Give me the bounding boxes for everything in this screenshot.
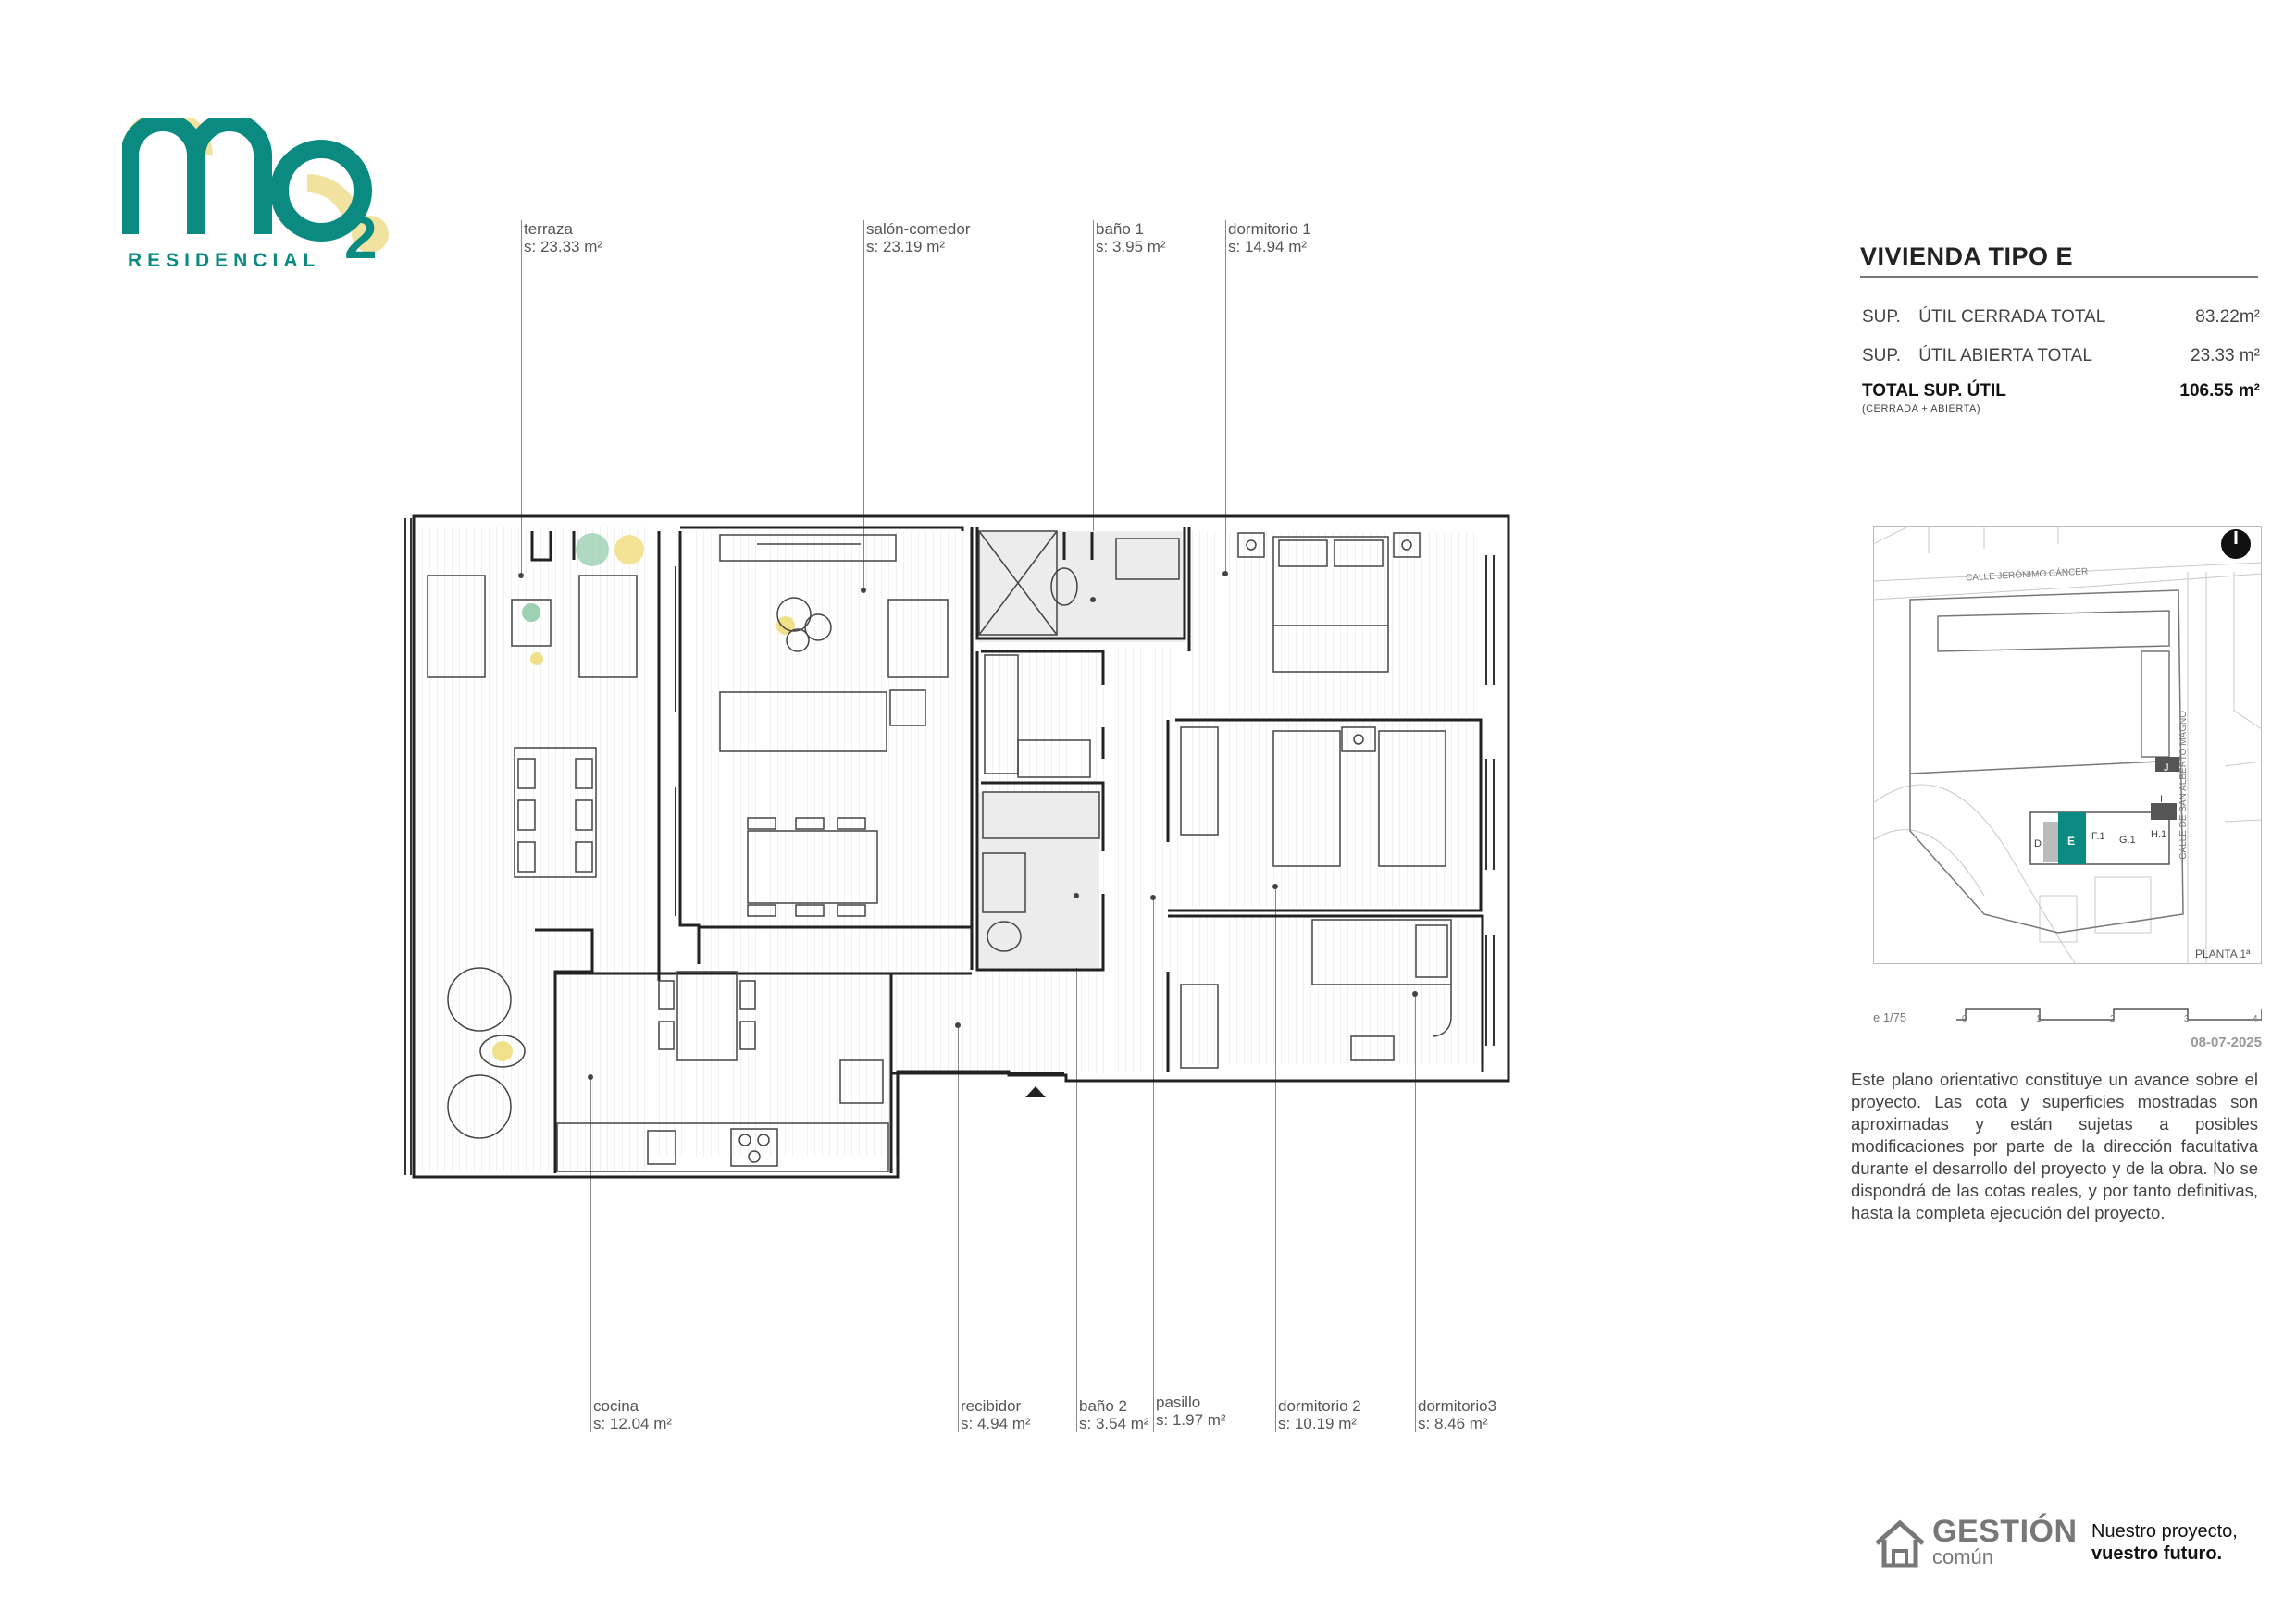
scale-tick: 4	[2253, 1014, 2258, 1024]
floor-plan	[404, 514, 1510, 1179]
room-area: s: 8.46 m²	[1418, 1415, 1488, 1432]
room-area: s: 10.19 m²	[1278, 1415, 1358, 1432]
leader-line	[590, 1077, 591, 1432]
room-label-dormitorio-1: dormitorio 1 s: 14.94 m²	[1228, 220, 1311, 255]
total-value: 106.55 m²	[2179, 381, 2260, 401]
sup-prefix: SUP.	[1862, 307, 1901, 327]
leader-line	[1415, 994, 1416, 1432]
room-label-dormitorio-2: dormitorio 2 s: 10.19 m²	[1278, 1397, 1361, 1432]
room-area: s: 23.19 m²	[866, 238, 946, 255]
room-name: baño 2	[1079, 1397, 1127, 1415]
room-area: s: 23.33 m²	[524, 238, 603, 255]
leader-line	[521, 220, 522, 576]
sup-label: ÚTIL CERRADA TOTAL	[1918, 307, 2106, 327]
unit-label: H.1	[2151, 829, 2167, 840]
room-name: baño 1	[1096, 220, 1144, 238]
house-icon	[1875, 1519, 1925, 1568]
scale-tick: 3	[2184, 1014, 2190, 1024]
site-map: CALLE JERÓNIMO CÁNCER CALLE DE SAN ALBER…	[1873, 526, 2262, 964]
room-label-bano-1: baño 1 s: 3.95 m²	[1096, 220, 1166, 255]
total-sublabel: (CERRADA + ABIERTA)	[1862, 403, 1980, 415]
room-name: pasillo	[1156, 1394, 1201, 1411]
room-name: salón-comedor	[866, 220, 971, 238]
room-label-bano-2: baño 2 s: 3.54 m²	[1079, 1397, 1149, 1432]
street-label-right: CALLE DE SAN ALBERTO MAGNO	[2178, 711, 2189, 860]
leader-line	[1153, 898, 1154, 1432]
sup-row-abierta: SUP. ÚTIL ABIERTA TOTAL 23.33 m²	[1862, 346, 2260, 366]
room-area: s: 3.54 m²	[1079, 1415, 1149, 1432]
logo: 2 RESIDENCIAL	[122, 118, 409, 280]
room-name: cocina	[593, 1397, 639, 1415]
unit-label: J	[2164, 762, 2169, 774]
scale-bar: e 1/75 0 1 2 3 4	[1873, 1001, 2262, 1038]
unit-label: F.1	[2091, 831, 2105, 842]
panel-title: VIVIENDA TIPO E	[1860, 242, 2074, 270]
room-name: recibidor	[961, 1397, 1022, 1415]
leader-line	[1275, 886, 1276, 1432]
leader-line	[958, 1025, 959, 1432]
brand-tagline-2: vuestro futuro.	[2091, 1543, 2223, 1564]
room-area: s: 12.04 m²	[593, 1415, 673, 1432]
scale-tick: 1	[2036, 1014, 2042, 1024]
site-map-drawing	[1873, 526, 2262, 964]
panel-divider	[1860, 276, 2258, 278]
logo-subscript: 2	[344, 204, 378, 271]
room-label-cocina: cocina s: 12.04 m²	[593, 1397, 672, 1432]
sup-value: 83.22m²	[2195, 307, 2260, 327]
brand-sub: común	[1932, 1545, 1994, 1568]
sup-prefix: SUP.	[1862, 346, 1901, 365]
leader-line	[1093, 220, 1094, 600]
sup-label: ÚTIL ABIERTA TOTAL	[1918, 346, 2092, 365]
unit-label: D	[2034, 838, 2042, 849]
room-label-recibidor: recibidor s: 4.94 m²	[961, 1397, 1031, 1432]
leader-line	[1076, 896, 1077, 1432]
room-name: dormitorio3	[1418, 1397, 1497, 1415]
room-area: s: 3.95 m²	[1096, 238, 1166, 255]
floor-label: PLANTA 1ª	[2195, 948, 2251, 960]
total-label: TOTAL SUP. ÚTIL	[1862, 381, 2006, 401]
sup-value: 23.33 m²	[2191, 346, 2260, 365]
disclaimer-text: Este plano orientativo constituye un ava…	[1851, 1070, 2258, 1222]
scale-tick: 0	[1962, 1014, 1967, 1024]
room-name: dormitorio 2	[1278, 1397, 1361, 1415]
room-area: s: 14.94 m²	[1228, 238, 1308, 255]
room-name: terraza	[524, 220, 573, 238]
logo-mark	[122, 118, 389, 253]
scale-label: e 1/75	[1873, 1010, 1907, 1024]
brand-footer: GESTIÓN común Nuestro proyecto, vuestro …	[1873, 1514, 2271, 1569]
unit-label-highlighted: E	[2067, 835, 2076, 848]
scale-tick: 2	[2110, 1014, 2116, 1024]
room-area: s: 4.94 m²	[961, 1415, 1031, 1432]
scale-graphic	[1956, 1008, 2262, 1021]
room-label-pasillo: pasillo s: 1.97 m²	[1156, 1394, 1226, 1429]
leader-line	[1225, 220, 1226, 574]
room-label-dormitorio-3: dormitorio3 s: 8.46 m²	[1418, 1397, 1496, 1432]
sup-row-cerrada: SUP. ÚTIL CERRADA TOTAL 83.22m²	[1862, 307, 2260, 328]
unit-label: G.1	[2119, 835, 2136, 846]
room-name: dormitorio 1	[1228, 220, 1311, 238]
brand-tagline-1: Nuestro proyecto,	[2091, 1521, 2238, 1542]
plan-date: 08-07-2025	[2191, 1035, 2262, 1050]
leader-line	[863, 220, 864, 590]
room-label-salon-comedor: salón-comedor s: 23.19 m²	[866, 220, 970, 255]
room-label-terraza: terraza s: 23.33 m²	[524, 220, 602, 255]
logo-word: RESIDENCIAL	[128, 250, 321, 271]
room-area: s: 1.97 m²	[1156, 1411, 1226, 1429]
brand-name: GESTIÓN	[1932, 1514, 2078, 1549]
unit-label: I	[2160, 794, 2164, 805]
